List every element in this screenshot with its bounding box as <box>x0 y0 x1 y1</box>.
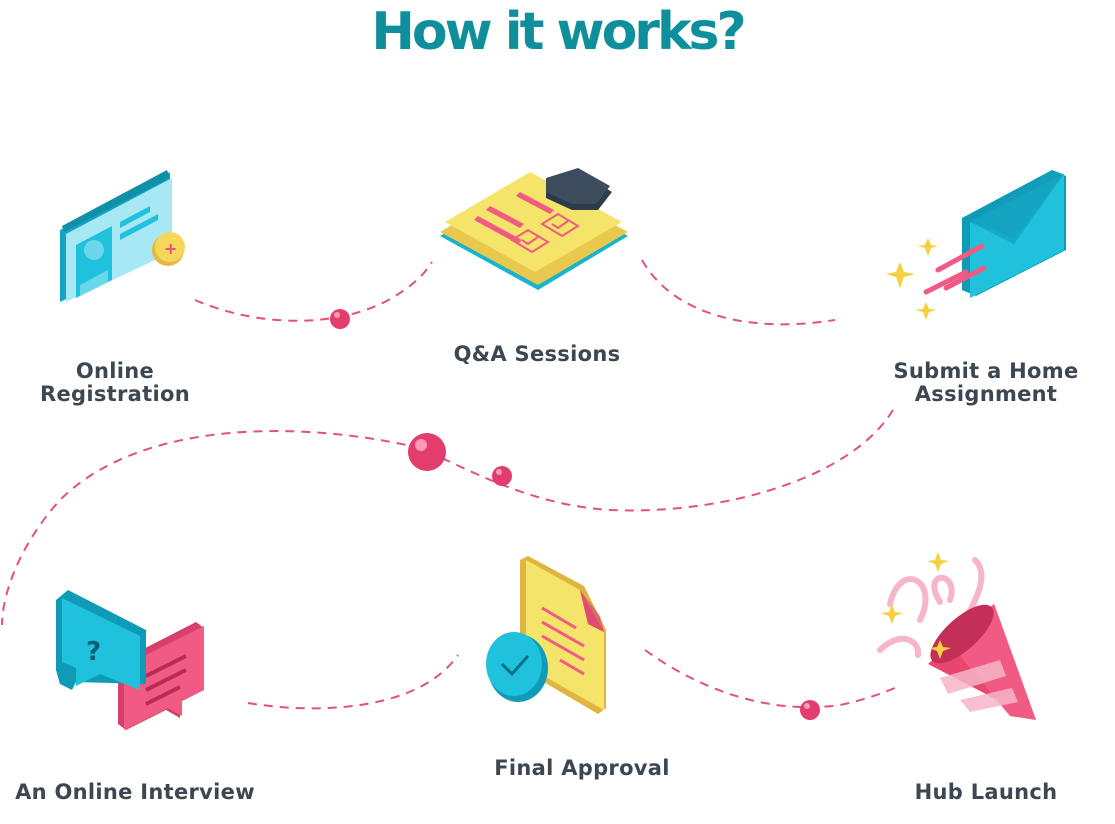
path-dot <box>496 469 502 475</box>
step-label-line: Hub Launch <box>914 780 1058 804</box>
path-segment-interview-to-approval <box>247 654 459 710</box>
envelope-send-icon <box>886 170 1066 320</box>
step-label-hub-launch: Hub Launch <box>886 781 1086 804</box>
step-label-online-interview: An Online Interview <box>10 781 260 804</box>
step-label-final-approval: Final Approval <box>472 757 692 780</box>
path-dot <box>800 700 820 720</box>
path-dot <box>334 312 340 318</box>
path-dot <box>492 466 512 486</box>
path-dot-large <box>408 433 446 471</box>
path-segment-qa-to-assignment <box>641 259 836 326</box>
svg-text:+: + <box>164 239 177 258</box>
path-segment-approval-to-launch <box>644 649 901 709</box>
svg-text:?: ? <box>86 637 101 667</box>
path-dots <box>330 309 820 720</box>
step-label-qa-sessions: Q&A Sessions <box>437 343 637 366</box>
path-dot <box>804 703 810 709</box>
path-segment-registration-to-qa <box>194 261 433 322</box>
step-label-online-registration: Online Registration <box>15 360 215 406</box>
path-dot-large <box>415 439 427 451</box>
step-label-line: Online <box>75 359 155 383</box>
step-label-line: Submit a Home <box>893 359 1079 383</box>
path-segment-assignment-to-interview <box>1 409 894 626</box>
chat-bubbles-icon: ? <box>56 590 204 730</box>
approved-document-icon <box>486 556 606 714</box>
step-label-line: An Online Interview <box>15 780 255 804</box>
step-label-home-assignment: Submit a Home Assignment <box>876 360 1096 406</box>
step-label-line: Q&A Sessions <box>453 342 621 366</box>
step-label-line: Final Approval <box>494 756 670 780</box>
step-label-line: Registration <box>40 382 190 406</box>
id-card-icon: + <box>60 170 185 302</box>
clipboard-checklist-icon <box>440 168 628 290</box>
page-title: How it works? <box>371 2 746 62</box>
path-dot <box>330 309 350 329</box>
step-label-line: Assignment <box>914 382 1058 406</box>
party-popper-icon <box>877 552 1036 720</box>
